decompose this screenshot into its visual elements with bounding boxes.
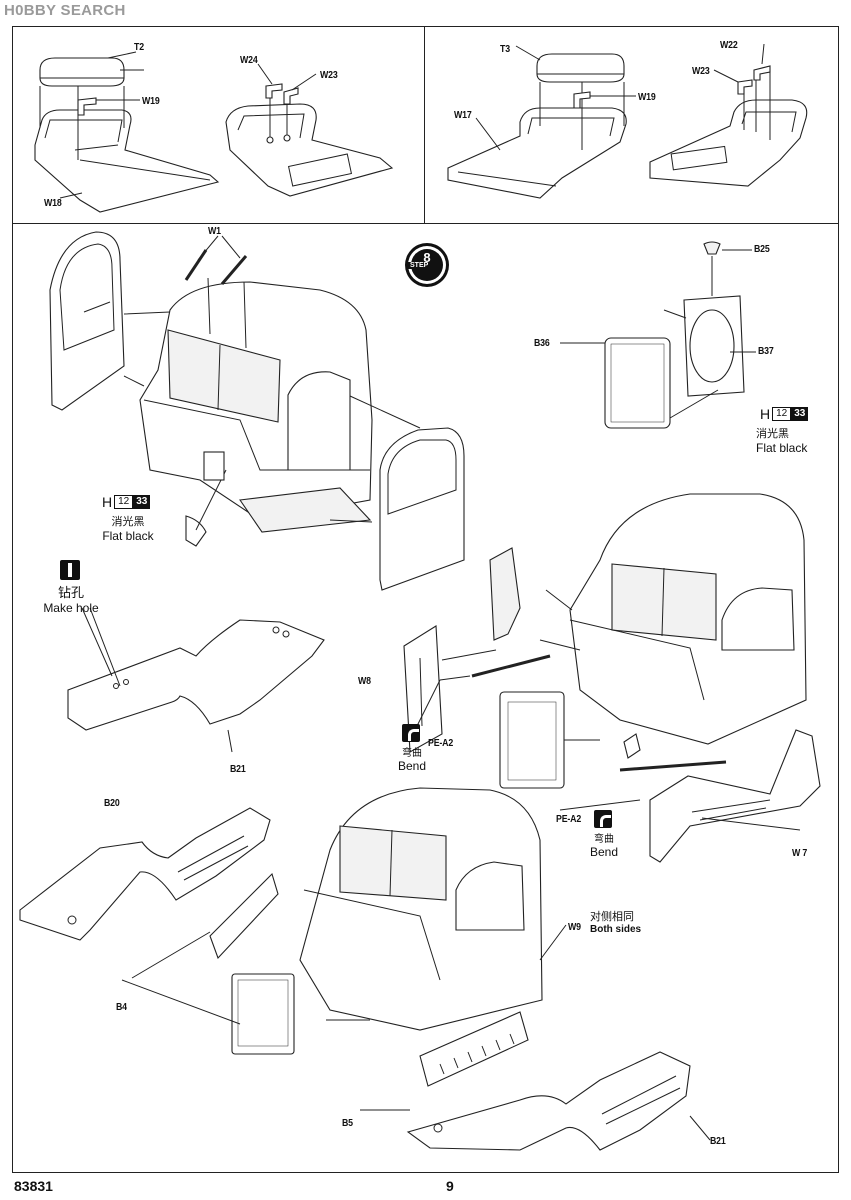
- label-w19-right: W19: [638, 92, 656, 103]
- canopy-top-t2-left: [39, 57, 125, 87]
- label-w7: W 7: [792, 848, 808, 859]
- latch-w23-left: [283, 87, 299, 105]
- latch-w24: [265, 83, 283, 99]
- label-b4: B4: [116, 1002, 127, 1013]
- label-w1: W1: [208, 226, 221, 237]
- fender-b20: [19, 807, 271, 941]
- label-w18: W18: [44, 198, 62, 209]
- frame-w17-right: [447, 107, 627, 199]
- steering-column: [185, 451, 227, 547]
- note-bend-bottom-en: Bend: [589, 845, 619, 859]
- door-left: [49, 231, 125, 411]
- note-make-hole-cn: 钻孔: [57, 585, 84, 600]
- radiator-bottom: [231, 973, 295, 1055]
- label-t3: T3: [500, 44, 510, 55]
- label-b21-top: B21: [230, 764, 246, 775]
- cab-assembly-top: [139, 281, 373, 533]
- label-w17: W17: [454, 110, 472, 121]
- note-both-sides: 对侧相同 Both sides: [590, 908, 650, 935]
- radiator-grille-b36: [604, 337, 671, 429]
- paint-callout-2: H 12 33: [760, 406, 809, 422]
- label-b20: B20: [104, 798, 120, 809]
- paint-callout-1-text: 消光黑 Flat black: [96, 513, 160, 543]
- label-w24: W24: [240, 55, 258, 66]
- paint-name-cn: 消光黑: [111, 516, 145, 528]
- label-b21-bottom: B21: [710, 1136, 726, 1147]
- paint-code: 12: [772, 407, 792, 421]
- rod-pe-a2-top: [471, 654, 551, 678]
- panel-b4: [209, 872, 279, 960]
- label-pe-a2-top: PE-A2: [428, 738, 454, 749]
- latch-w22: [753, 65, 771, 81]
- radiator-housing-b37: [683, 295, 745, 397]
- cab-assembly-right: [569, 493, 807, 759]
- label-w9: W9: [568, 922, 581, 933]
- label-t2: T2: [134, 42, 144, 53]
- cap-b25: [703, 241, 721, 255]
- note-bend-bottom-cn: 弯曲: [594, 834, 614, 845]
- drill-icon: [60, 560, 80, 580]
- label-w19-left: W19: [142, 96, 160, 107]
- label-b36: B36: [534, 338, 550, 349]
- frame-w18-left: [34, 109, 220, 213]
- note-bend-top: 弯曲 Bend: [392, 744, 432, 773]
- paint-code-2: 33: [133, 495, 151, 509]
- label-w8: W8: [358, 676, 371, 687]
- fender-b21-top: [67, 619, 325, 731]
- latch-w19-right: [573, 91, 591, 109]
- grille-b5: [419, 1011, 529, 1087]
- note-make-hole: 钻孔 Make hole: [36, 582, 106, 615]
- radiator-core: [499, 691, 565, 789]
- label-b37: B37: [758, 346, 774, 357]
- watermark: H0BBY SEARCH: [4, 2, 126, 19]
- door-right: [379, 427, 465, 591]
- note-bend-bottom: 弯曲 Bend: [584, 830, 624, 859]
- bracket-upper: [489, 547, 521, 641]
- bend-icon-top: [402, 724, 420, 742]
- note-both-sides-cn: 对侧相同: [590, 911, 634, 923]
- latch-w23-right: [737, 79, 753, 95]
- label-b25: B25: [754, 244, 770, 255]
- label-w23-left: W23: [320, 70, 338, 81]
- note-make-hole-en: Make hole: [43, 601, 99, 615]
- frame-second-right: [649, 99, 808, 187]
- paint-code: 12: [114, 495, 134, 509]
- note-both-sides-en: Both sides: [590, 924, 642, 935]
- rod-pe-a2-bottom: [619, 760, 727, 772]
- paint-letter: H: [102, 494, 113, 510]
- bracket-w7: [649, 729, 821, 863]
- main-panel: [12, 223, 839, 1173]
- cab-assembly-bottom: [299, 787, 543, 1031]
- panel-w8: [403, 625, 443, 753]
- product-code: 83831: [14, 1178, 53, 1194]
- paint-name-en: Flat black: [756, 441, 808, 455]
- frame-second-left: [225, 103, 394, 197]
- paint-name-en: Flat black: [102, 529, 154, 543]
- paint-callout-2-text: 消光黑 Flat black: [756, 425, 816, 455]
- paint-code-2: 33: [791, 407, 809, 421]
- bend-icon-bottom: [594, 810, 612, 828]
- label-b5: B5: [342, 1118, 353, 1129]
- label-w22: W22: [720, 40, 738, 51]
- note-bend-top-en: Bend: [397, 759, 427, 773]
- page-number: 9: [446, 1178, 454, 1194]
- note-bend-top-cn: 弯曲: [402, 748, 422, 759]
- step-word: STEP: [408, 262, 431, 269]
- canopy-top-t3-right: [536, 53, 625, 83]
- label-w23-right: W23: [692, 66, 710, 77]
- paint-letter: H: [760, 406, 771, 422]
- latch-w19-left: [77, 97, 97, 116]
- step-number: 8: [423, 250, 431, 265]
- paint-callout-1: H 12 33: [102, 494, 151, 510]
- label-pe-a2-bottom: PE-A2: [556, 814, 582, 825]
- fender-b21-bottom: [406, 1051, 691, 1151]
- paint-name-cn: 消光黑: [756, 428, 789, 440]
